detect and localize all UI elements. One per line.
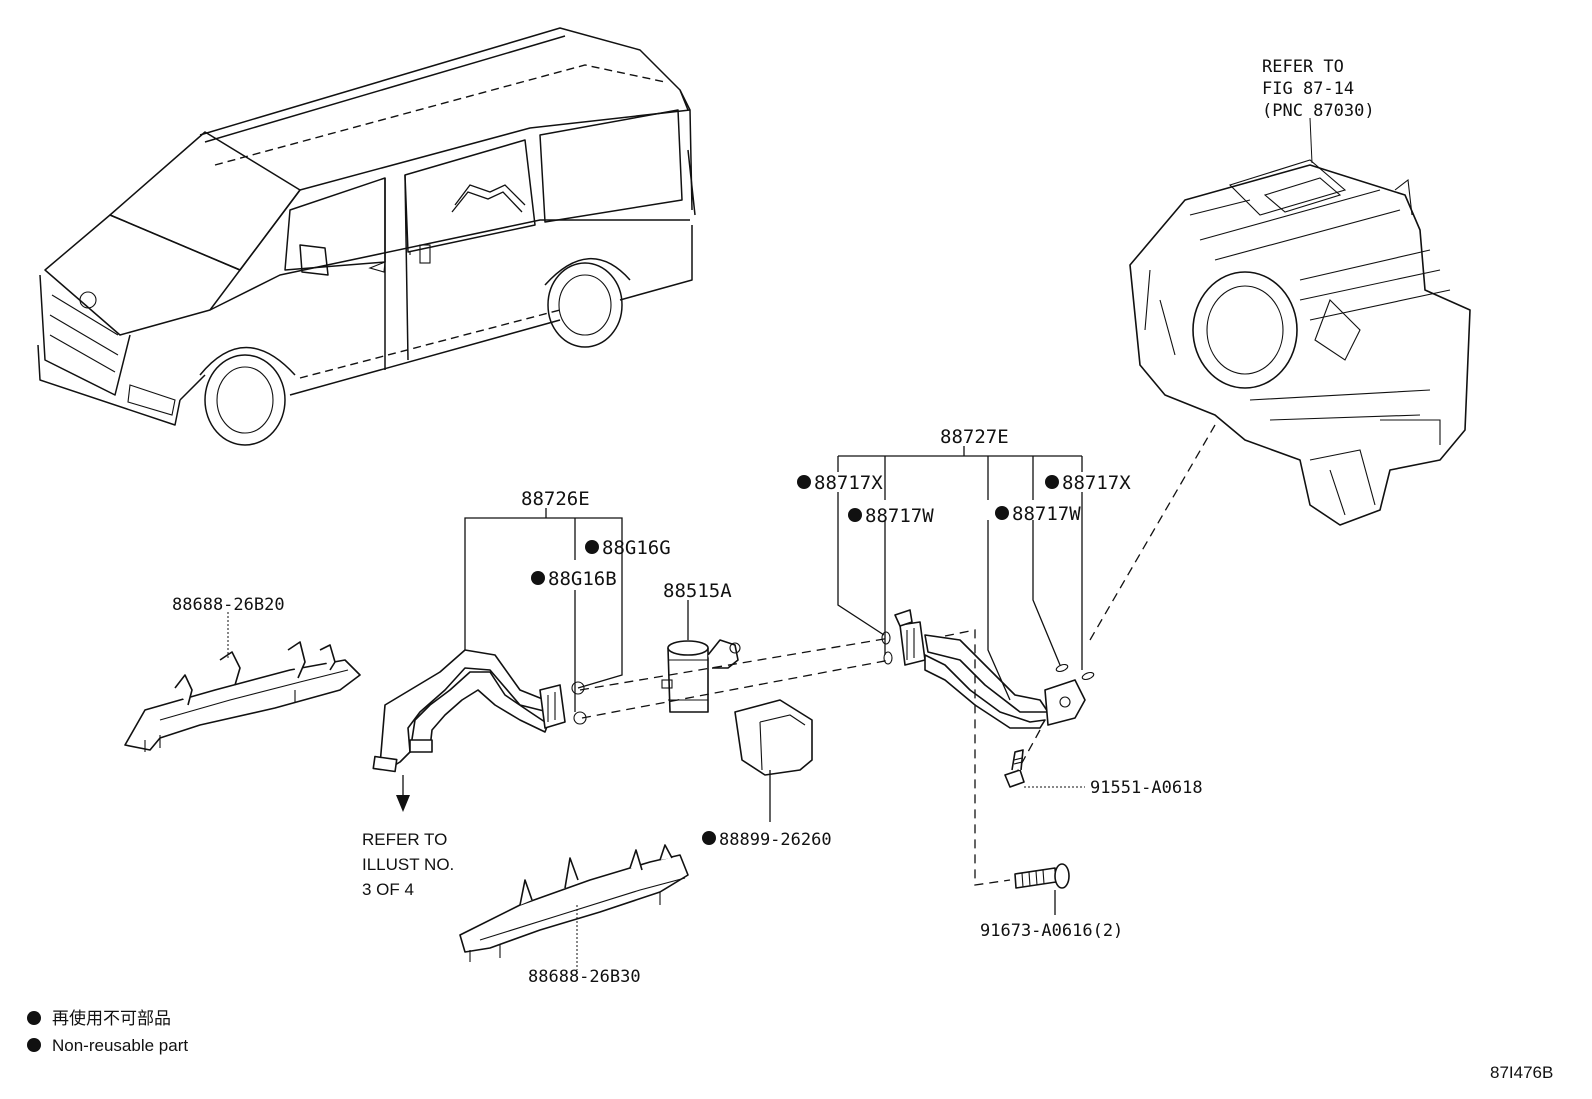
legend-english: Non-reusable part <box>52 1036 188 1055</box>
svg-text:FIG 87-14: FIG 87-14 <box>1262 79 1354 99</box>
label-88727e: 88727E <box>940 426 1009 448</box>
label-91551-a0618: 91551-A0618 <box>1090 778 1203 798</box>
cover-88899-26260-illustration <box>734 699 813 776</box>
svg-text:REFER TO: REFER TO <box>1262 57 1344 77</box>
label-88726e: 88726E <box>521 488 590 510</box>
non-reusable-dot <box>531 571 545 585</box>
svg-text:(PNC 87030): (PNC 87030) <box>1262 101 1375 121</box>
non-reusable-dot <box>702 831 716 845</box>
reference-illust: REFER TO ILLUST NO. 3 OF 4 <box>362 830 454 899</box>
bracket-88688-26b30-illustration <box>459 844 689 962</box>
bolt-91551-a0618-illustration <box>1004 749 1025 788</box>
bolt-91673-a0616-illustration <box>1014 863 1070 889</box>
receiver-88515a-illustration <box>661 639 741 713</box>
heater-unit-illustration <box>1129 159 1471 526</box>
pipe-88727e-illustration <box>894 609 1086 729</box>
non-reusable-dot <box>848 508 862 522</box>
label-88g16b: 88G16B <box>548 568 617 590</box>
label-88g16g: 88G16G <box>602 537 671 559</box>
label-88515a: 88515A <box>663 580 732 602</box>
legend-dot <box>27 1011 41 1025</box>
non-reusable-dot <box>585 540 599 554</box>
svg-text:REFER TO: REFER TO <box>362 830 447 849</box>
svg-text:3 OF 4: 3 OF 4 <box>362 880 414 899</box>
label-88717w-right: 88717W <box>1012 503 1081 525</box>
label-88717w-left: 88717W <box>865 505 934 527</box>
label-91673-a0616: 91673-A0616(2) <box>980 921 1123 941</box>
label-88899-26260: 88899-26260 <box>719 830 832 850</box>
non-reusable-dot <box>995 506 1009 520</box>
legend-dot <box>27 1038 41 1052</box>
label-88688-26b30: 88688-26B30 <box>528 967 641 987</box>
legend: 再使用不可部品 Non-reusable part <box>27 1008 188 1055</box>
non-reusable-dot <box>1045 475 1059 489</box>
bracket-88688-26b20-illustration <box>124 641 361 752</box>
svg-text:ILLUST NO.: ILLUST NO. <box>362 855 454 874</box>
label-88717x-right: 88717X <box>1062 472 1131 494</box>
label-88717x-left: 88717X <box>814 472 883 494</box>
legend-japanese: 再使用不可部品 <box>52 1008 171 1028</box>
figure-id: 87I476B <box>1490 1063 1553 1082</box>
label-88688-26b20: 88688-26B20 <box>172 595 285 615</box>
van-illustration <box>37 27 696 446</box>
reference-heater-unit: REFER TO FIG 87-14 (PNC 87030) <box>1262 57 1375 121</box>
heater-pipe-88726e-illustration <box>372 649 566 773</box>
non-reusable-dot <box>797 475 811 489</box>
